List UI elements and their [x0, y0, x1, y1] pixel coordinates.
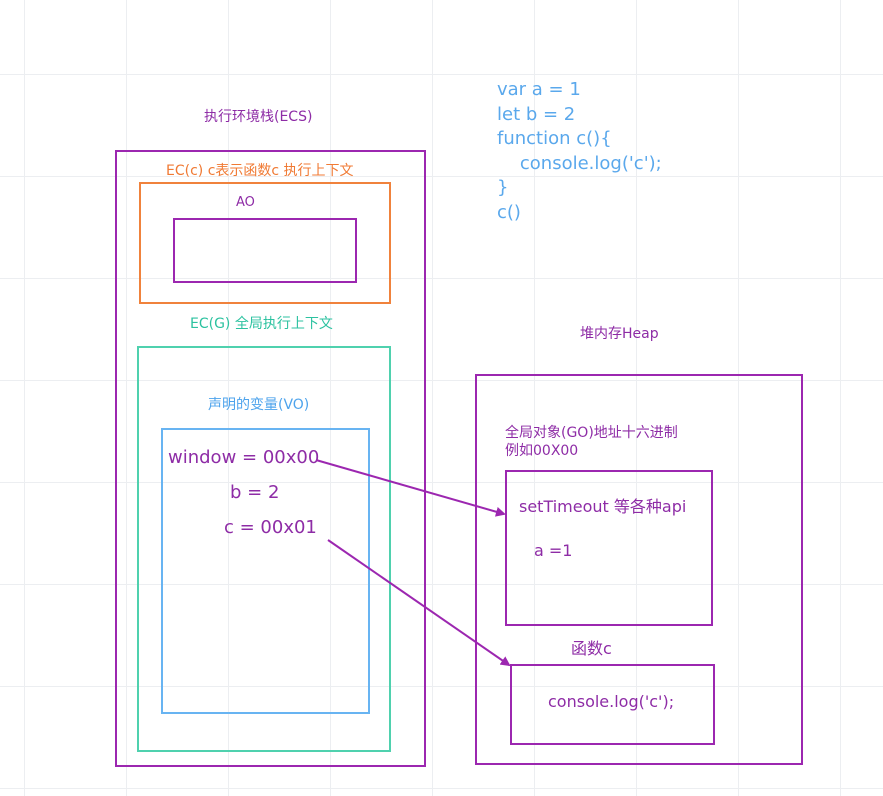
ec-g-title: EC(G) 全局执行上下文 — [190, 316, 333, 332]
go-label-line1: 全局对象(GO)地址十六进制 — [505, 425, 678, 441]
var-b: b = 2 — [230, 482, 280, 503]
go-api-text: setTimeout 等各种api — [519, 497, 687, 516]
func-c-box — [510, 664, 715, 745]
vo-label: 声明的变量(VO) — [208, 397, 310, 413]
code-line: var a = 1 — [497, 79, 581, 100]
ecs-title: 执行环境栈(ECS) — [204, 109, 313, 125]
heap-title: 堆内存Heap — [580, 326, 659, 342]
ao-box — [173, 218, 357, 283]
code-line: } — [497, 177, 509, 198]
ec-c-title: EC(c) c表示函数c 执行上下文 — [166, 163, 354, 179]
var-c: c = 00x01 — [224, 517, 317, 538]
func-c-label: 函数c — [571, 639, 612, 658]
var-window: window = 00x00 — [168, 447, 320, 468]
go-label-line2: 例如00X00 — [505, 443, 579, 459]
ecs-box — [115, 150, 426, 767]
code-line: c() — [497, 201, 521, 223]
ec-c-box — [139, 182, 391, 304]
code-line: console.log('c'); — [497, 152, 662, 174]
func-c-content: console.log('c'); — [548, 692, 675, 711]
code-snippet: var a = 1 let b = 2 function c(){ consol… — [497, 78, 662, 225]
ao-label: AO — [236, 195, 255, 210]
vo-box — [161, 428, 370, 714]
code-line: let b = 2 — [497, 103, 576, 125]
go-var-a: a =1 — [534, 541, 573, 560]
code-line: function c(){ — [497, 128, 612, 149]
